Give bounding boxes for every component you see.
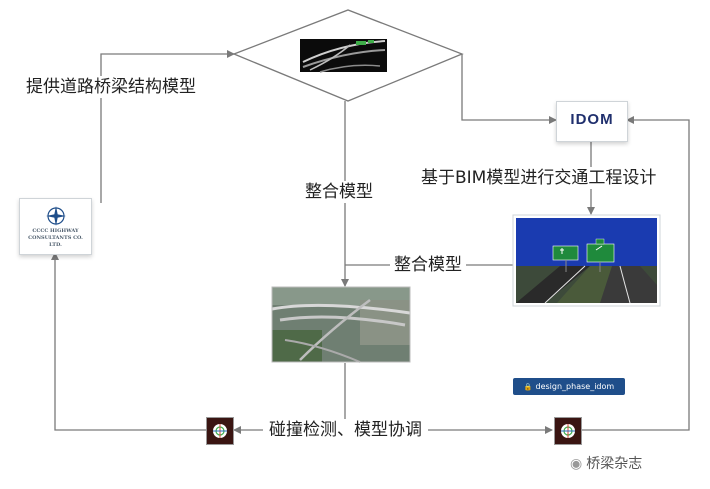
label-bim-traffic-design: 基于BIM模型进行交通工程设计 (421, 167, 657, 189)
label-integrate-model-horizontal: 整合模型 (390, 254, 466, 276)
model-sphere-icon (561, 424, 575, 438)
design-phase-tag-text: design_phase_idom (535, 382, 615, 391)
model-sphere-icon (213, 424, 227, 438)
connector-smallicon-to-idom (580, 116, 690, 431)
bridge-model-thumbnail (300, 39, 387, 73)
clash-node-right-icon (554, 417, 582, 445)
wechat-icon: ◉ (570, 456, 583, 472)
lock-icon: 🔒 (523, 383, 533, 391)
watermark: ◉桥梁杂志 (570, 453, 642, 473)
idom-logo-card: IDOM (556, 101, 628, 142)
connector-cccc-to-diamond (100, 50, 235, 203)
watermark-text: 桥梁杂志 (586, 456, 643, 472)
clash-node-left-icon (206, 417, 234, 445)
aerial-integrated-model-image (271, 286, 411, 363)
design-phase-tag[interactable]: 🔒design_phase_idom (513, 378, 625, 395)
idom-logo-text: IDOM (570, 111, 614, 128)
cccc-logo-line2: CONSULTANTS CO. LTD. (28, 235, 83, 248)
label-integrate-model-vertical: 整合模型 (305, 181, 373, 203)
label-clash-detection: 碰撞检测、模型协调 (263, 419, 428, 441)
traffic-design-render-image (512, 214, 661, 307)
cccc-logo-line1: CCCC HIGHWAY (32, 228, 79, 234)
connector-diamond-to-idom (461, 54, 557, 124)
connector-smallicon-to-cccc (51, 252, 206, 431)
label-provide-road-bridge-model: 提供道路桥梁结构模型 (26, 76, 196, 98)
cccc-logo-text: CCCC HIGHWAY CONSULTANTS CO. LTD. (24, 228, 87, 249)
cccc-compass-logo-icon (46, 206, 66, 226)
cccc-highway-logo-card: CCCC HIGHWAY CONSULTANTS CO. LTD. (19, 198, 92, 255)
